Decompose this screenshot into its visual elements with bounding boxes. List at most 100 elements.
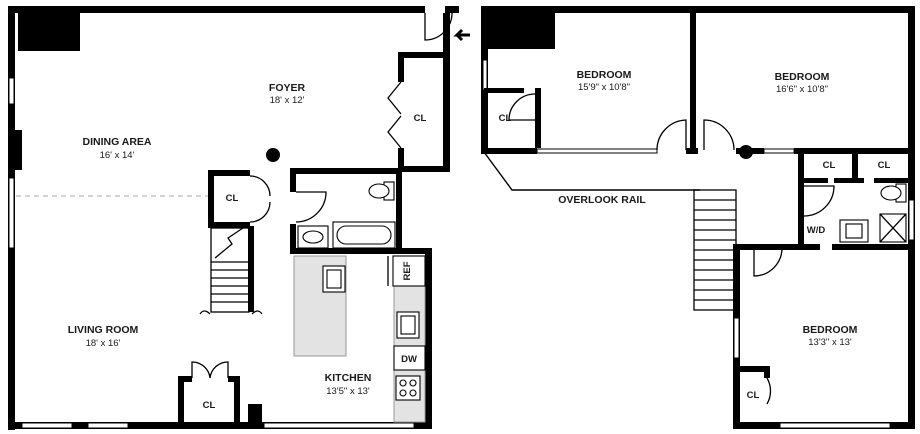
- wall-between-bedrooms: [690, 6, 696, 152]
- room-size-bedroom-3: 13'3" x 13': [808, 337, 852, 348]
- closet-door-swing: [766, 377, 772, 405]
- closet-wall: [178, 376, 184, 424]
- window: [733, 317, 740, 359]
- closet-wall: [398, 166, 450, 172]
- room-size-kitchen: 13'5" x 13': [326, 386, 370, 397]
- structural-pier: [18, 9, 80, 51]
- upper-level: OVERLOOK RAIL: [481, 6, 915, 429]
- entry-arrow-icon: [453, 28, 470, 42]
- window: [263, 422, 415, 429]
- corridor-wall: [686, 148, 698, 154]
- closet-door: [249, 175, 271, 223]
- fridge: [392, 255, 426, 287]
- overlook-rail-label: OVERLOOK RAIL: [558, 194, 646, 206]
- closet-wall: [398, 52, 450, 58]
- dishwasher: [393, 345, 426, 371]
- room-size-living: 18' x 16': [86, 338, 121, 349]
- closet-label: CL: [747, 390, 760, 401]
- entry-door-swing: [424, 12, 453, 41]
- bath-wall: [290, 248, 432, 254]
- stair-wall: [248, 226, 254, 312]
- bath-wall: [290, 224, 296, 254]
- window: [908, 199, 915, 241]
- bath-door-swing: [295, 191, 327, 223]
- cooktop: [395, 375, 421, 401]
- bedroom-door-swing: [703, 119, 735, 151]
- closet-wall: [484, 88, 524, 93]
- kitchen-sink: [396, 311, 420, 339]
- wall-top-right: [445, 6, 459, 13]
- wall-bottom: [8, 422, 431, 429]
- closet-wall: [398, 52, 404, 82]
- toilet: [880, 183, 907, 203]
- window: [536, 148, 658, 154]
- closet-wall: [852, 148, 858, 182]
- room-size-bedroom-2: 16'6" x 10'8": [776, 84, 828, 95]
- fridge-label: REF: [402, 261, 413, 280]
- bath-wall: [290, 168, 402, 174]
- stair: [693, 189, 737, 311]
- wall-right-lower: [425, 248, 432, 429]
- bathtub: [332, 221, 396, 249]
- closet-label: CL: [203, 400, 216, 411]
- structural-pier: [487, 9, 555, 49]
- window: [87, 422, 129, 429]
- dishwasher-label: DW: [401, 354, 417, 365]
- closet-wall: [208, 222, 250, 228]
- closet-wall: [208, 170, 250, 176]
- sink: [297, 225, 329, 249]
- overlook-rail-line: [483, 151, 700, 191]
- closet-wall: [834, 178, 864, 183]
- window: [763, 148, 795, 154]
- closet-wall: [535, 88, 541, 148]
- island-sink: [322, 265, 346, 293]
- closet-wall: [398, 148, 404, 170]
- door-swing: [803, 185, 835, 217]
- stair: [199, 225, 263, 315]
- closet-door: [191, 361, 229, 379]
- closet-wall: [798, 178, 828, 183]
- closet-door-swing: [508, 93, 536, 121]
- structural-pier: [248, 404, 262, 424]
- wall-top: [482, 6, 914, 13]
- room-name-foyer: FOYER: [269, 82, 306, 94]
- sink: [839, 219, 869, 243]
- bath-wall: [290, 168, 296, 192]
- closet-wall: [736, 366, 768, 372]
- closet-bifold-door: [387, 81, 402, 149]
- lower-level: FOYER 18' x 12' DINING AREA 16' x 14' LI…: [8, 6, 470, 430]
- room-name-dining: DINING AREA: [82, 136, 151, 148]
- structural-pier: [14, 130, 22, 170]
- wall-entry-right: [443, 13, 450, 53]
- window: [21, 422, 73, 429]
- window: [8, 77, 15, 105]
- bath-wall: [396, 168, 402, 254]
- column-dot-icon: [266, 148, 280, 162]
- closet-wall: [234, 376, 240, 424]
- closet-wall: [208, 170, 214, 226]
- room-name-bedroom-3: BEDROOM: [803, 324, 858, 336]
- room-name-bedroom-1: BEDROOM: [577, 69, 632, 81]
- closet-wall: [874, 178, 914, 183]
- window: [779, 422, 891, 429]
- door-swing: [753, 247, 783, 277]
- washer-dryer-label: W/D: [807, 225, 826, 236]
- room-name-kitchen: KITCHEN: [325, 372, 372, 384]
- wall-top: [10, 6, 425, 13]
- column-dot-icon: [739, 145, 753, 159]
- closet-wall: [443, 52, 450, 172]
- closet-label: CL: [878, 160, 891, 171]
- closet-label: CL: [226, 193, 239, 204]
- closet-label: CL: [414, 113, 427, 124]
- window: [8, 177, 15, 249]
- room-size-foyer: 18' x 12': [270, 95, 305, 106]
- bedroom-door-swing: [656, 119, 687, 151]
- bath-wall: [798, 178, 804, 248]
- corridor-wall: [481, 148, 537, 154]
- room-size-bedroom-1: 15'9" x 10'8": [578, 82, 630, 93]
- closet-wall: [798, 148, 804, 182]
- closet-label: CL: [499, 113, 512, 124]
- room-name-bedroom-2: BEDROOM: [775, 71, 830, 83]
- bath-wall: [736, 244, 820, 250]
